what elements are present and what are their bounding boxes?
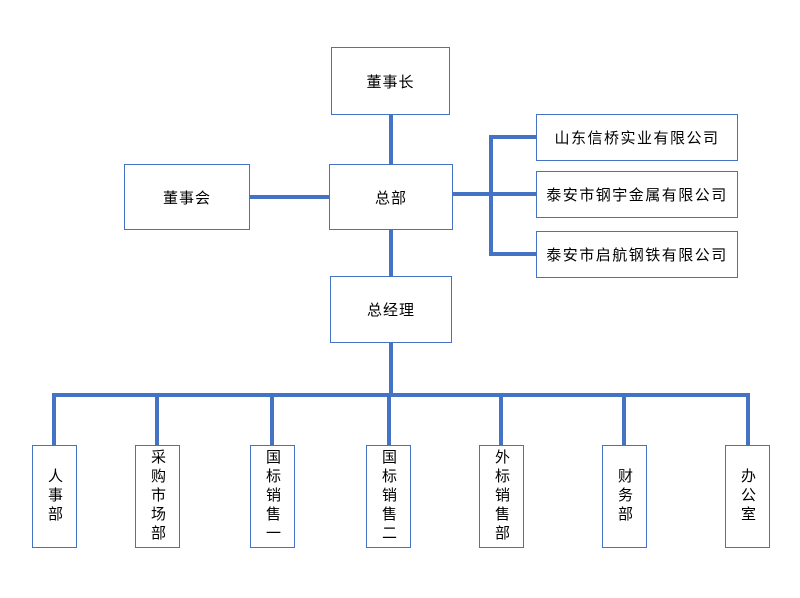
node-subsidiary: 泰安市钢宇金属有限公司 bbox=[536, 171, 738, 218]
node-subsidiary: 泰安市启航钢铁有限公司 bbox=[536, 231, 738, 278]
node-department: 办公室 bbox=[725, 445, 770, 548]
connector-headquarters-general-manager bbox=[389, 229, 393, 277]
connector-bus-drop-2 bbox=[155, 393, 159, 445]
connector-general-manager-bus bbox=[389, 342, 393, 395]
connector-bus-drop-3 bbox=[270, 393, 274, 445]
connector-bus-drop-1 bbox=[52, 393, 56, 445]
node-department: 人事部 bbox=[32, 445, 77, 548]
connector-bus-drop-6 bbox=[622, 393, 626, 445]
node-board: 董事会 bbox=[124, 164, 250, 230]
connector-bus-drop-7 bbox=[746, 393, 750, 445]
node-department: 采购市场部 bbox=[135, 445, 180, 548]
connector-headquarters-subsidiary-2 bbox=[452, 192, 536, 196]
connector-board-headquarters bbox=[250, 195, 329, 199]
connector-bracket-subsidiary-1 bbox=[489, 135, 537, 139]
node-subsidiary: 山东信桥实业有限公司 bbox=[536, 114, 738, 161]
connector-bus-drop-4 bbox=[387, 393, 391, 445]
node-chairman: 董事长 bbox=[331, 47, 450, 115]
connector-bus-drop-5 bbox=[499, 393, 503, 445]
connector-bracket-subsidiary-3 bbox=[489, 252, 537, 256]
node-department: 外标销售部 bbox=[479, 445, 524, 548]
node-department: 国标销售二 bbox=[366, 445, 411, 548]
node-department: 国标销售一 bbox=[250, 445, 295, 548]
connector-departments-bus bbox=[52, 393, 750, 397]
node-general-manager: 总经理 bbox=[330, 276, 452, 343]
node-department: 财务部 bbox=[602, 445, 647, 548]
connector-subsidiaries-bracket bbox=[489, 135, 493, 256]
connector-chairman-headquarters bbox=[389, 114, 393, 165]
node-headquarters: 总部 bbox=[329, 164, 453, 230]
